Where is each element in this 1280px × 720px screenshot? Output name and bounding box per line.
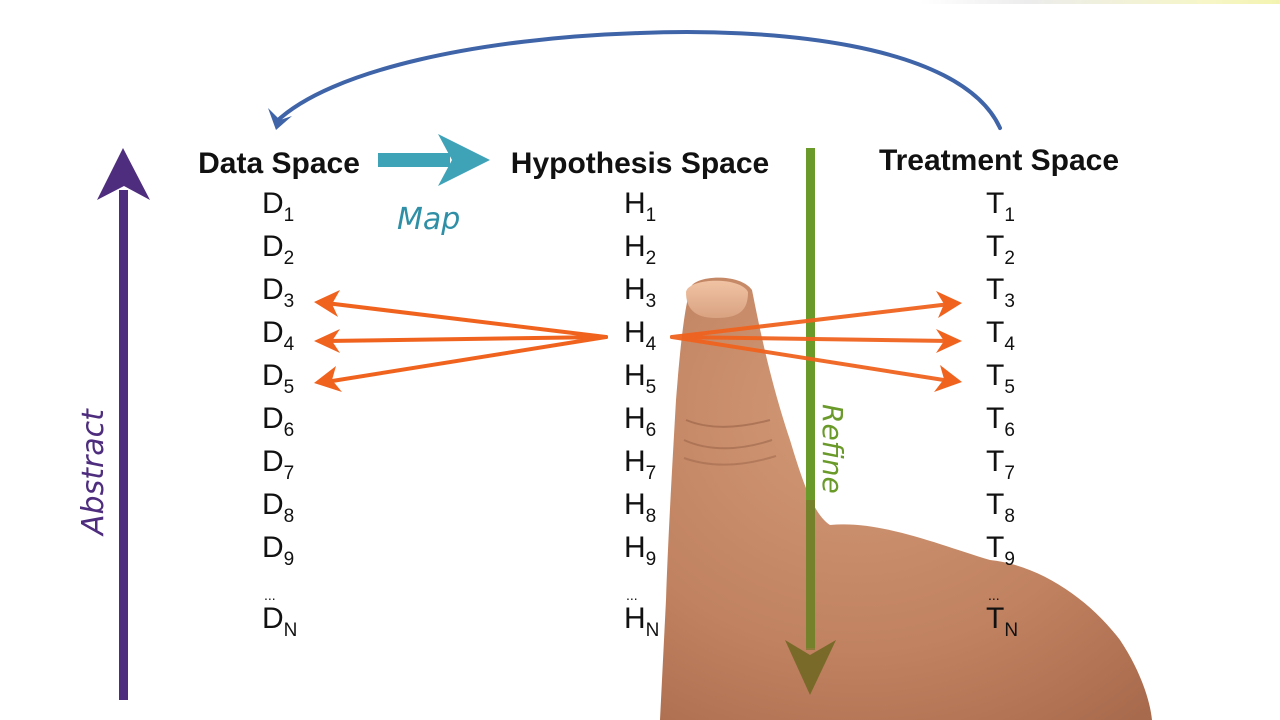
data-item-n: DN [262,602,297,641]
hypothesis-item-n: HN [624,602,659,641]
treatment-item-2: T2 [986,230,1015,269]
left-arrowhead-icon [314,366,342,392]
top-edge-glare [920,0,1280,4]
treatment-item-1: T1 [986,187,1015,226]
right-arrowhead-icon [936,329,962,353]
treatment-ellipsis: ... [988,587,1000,603]
arc-arrowhead-icon [268,108,292,130]
data-item-4: D4 [262,316,295,355]
treatment-item-4: T4 [986,316,1015,355]
data-item-6: D6 [262,402,294,441]
right-arrowhead-icon [934,365,962,392]
pointing-hand [660,277,1152,720]
treatment-item-5: T5 [986,359,1015,398]
data-ellipsis: ... [264,587,276,603]
hypothesis-item-6: H6 [624,402,656,441]
data-item-3: D3 [262,273,294,312]
data-item-9: D9 [262,531,294,570]
link-arrowheads-left [314,290,342,392]
down-arrowhead-icon [785,640,836,695]
hypothesis-ellipsis: ... [626,587,638,603]
heading-hypothesis-space: Hypothesis Space [511,147,769,180]
data-item-1: D1 [262,187,294,226]
heading-treatment-space: Treatment Space [879,144,1119,177]
links-hypothesis-to-treatment [670,302,952,383]
data-item-5: D5 [262,359,294,398]
hypothesis-item-7: H7 [624,445,656,484]
feedback-arc [268,30,1002,130]
abstract-label: Abstract [76,408,111,537]
fingernail [686,280,748,318]
map-arrow [378,134,490,186]
link-arrowheads-right [934,291,962,392]
treatment-item-6: T6 [986,402,1015,441]
hypothesis-item-1: H1 [624,187,656,226]
abstract-arrow [97,148,150,700]
hypothesis-item-2: H2 [624,230,656,269]
map-label: Map [397,202,460,237]
data-item-2: D2 [262,230,294,269]
hypothesis-item-5: H5 [624,359,656,398]
hypothesis-item-8: H8 [624,488,656,527]
left-arrowhead-icon [314,329,340,353]
treatment-item-8: T8 [986,488,1015,527]
right-arrowhead-icon [936,291,962,318]
hypothesis-item-4: H4 [624,316,657,355]
refine-label: Refine [816,404,849,494]
data-item-8: D8 [262,488,294,527]
heading-data-space: Data Space [198,147,360,180]
left-arrowhead-icon [314,290,340,317]
data-item-7: D7 [262,445,294,484]
right-arrowhead-icon [438,134,490,186]
hypothesis-item-9: H9 [624,531,656,570]
refine-arrow [785,148,836,695]
treatment-item-7: T7 [986,445,1015,484]
up-arrowhead-icon [97,148,150,200]
treatment-item-3: T3 [986,273,1015,312]
links-hypothesis-to-data [324,301,608,384]
hypothesis-item-3: H3 [624,273,656,312]
